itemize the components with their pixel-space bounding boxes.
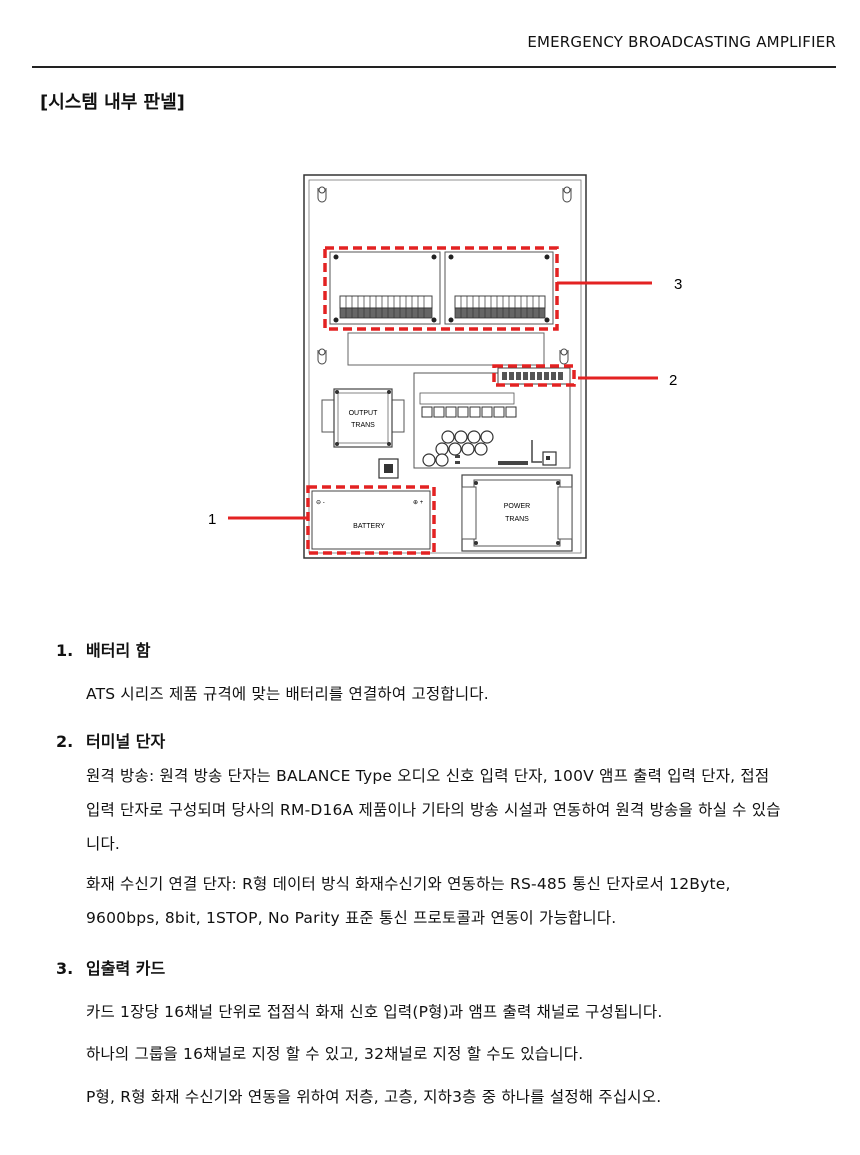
callout-number-2: 2 — [669, 372, 677, 389]
battery-minus-label: ⊖ - — [316, 500, 325, 506]
output-trans-label-2: TRANS — [351, 422, 375, 429]
item-paragraph: P형, R형 화재 수신기와 연동을 위하여 저층, 고층, 지하3층 중 하나… — [86, 1088, 662, 1106]
power-trans-label-1: POWER — [504, 503, 530, 510]
item-paragraph: 하나의 그룹을 16채널로 지정 할 수 있고, 32채널로 지정 할 수도 있… — [86, 1045, 584, 1063]
header-divider — [32, 66, 836, 68]
item-heading-terminal: 2. 터미널 단자 — [56, 728, 165, 752]
main-board — [413, 367, 571, 469]
item-title: 터미널 단자 — [86, 732, 166, 751]
callout-highlights — [306, 246, 576, 555]
item-paragraph: 화재 수신기 연결 단자: R형 데이터 방식 화재수신기와 연동하는 RS-4… — [86, 875, 731, 927]
blank-plate — [347, 332, 545, 366]
callout-number-1: 1 — [208, 511, 216, 528]
item-paragraph: ATS 시리즈 제품 규격에 맞는 배터리를 연결하여 고정합니다. — [86, 685, 489, 703]
battery-label: BATTERY — [353, 523, 385, 530]
item-number: 1. — [56, 641, 74, 660]
section-title: [시스템 내부 판넬] — [40, 92, 185, 113]
power-trans-label-2: TRANS — [505, 516, 529, 523]
item-heading-io-card: 3. 입출력 카드 — [56, 955, 165, 979]
item-paragraph: 원격 방송: 원격 방송 단자는 BALANCE Type 오디오 신호 입력 … — [86, 767, 781, 853]
item-number: 3. — [56, 959, 74, 978]
highlight-battery — [306, 485, 436, 555]
battery-plus-label: ⊕ + — [413, 500, 424, 506]
highlight-terminal — [492, 364, 576, 387]
output-transformer: OUTPUT TRANS — [321, 388, 405, 448]
battery-box: ⊖ - ⊕ + BATTERY — [311, 490, 431, 550]
internal-panel-diagram: OUTPUT TRANS ⊖ - ⊕ + BATTERY POWER TRANS… — [208, 174, 682, 559]
item-number: 2. — [56, 732, 74, 751]
keyhole-icon — [317, 186, 572, 365]
header-title: EMERGENCY BROADCASTING AMPLIFIER — [527, 33, 836, 51]
power-socket-icon — [378, 458, 399, 479]
output-trans-label-1: OUTPUT — [349, 410, 379, 417]
io-card-left — [329, 251, 441, 325]
callout-number-3: 3 — [674, 276, 682, 293]
power-transformer: POWER TRANS — [461, 474, 573, 552]
item-heading-battery: 1. 배터리 함 — [56, 637, 150, 661]
cabinet-inner — [308, 179, 582, 554]
callout-leaders — [228, 281, 658, 520]
highlight-io-cards — [323, 246, 559, 331]
io-card-right — [444, 251, 554, 325]
item-title: 배터리 함 — [86, 641, 151, 660]
item-paragraph: 카드 1장당 16채널 단위로 접점식 화재 신호 입력(P형)과 앰프 출력 … — [86, 1003, 663, 1021]
item-title: 입출력 카드 — [86, 959, 166, 978]
